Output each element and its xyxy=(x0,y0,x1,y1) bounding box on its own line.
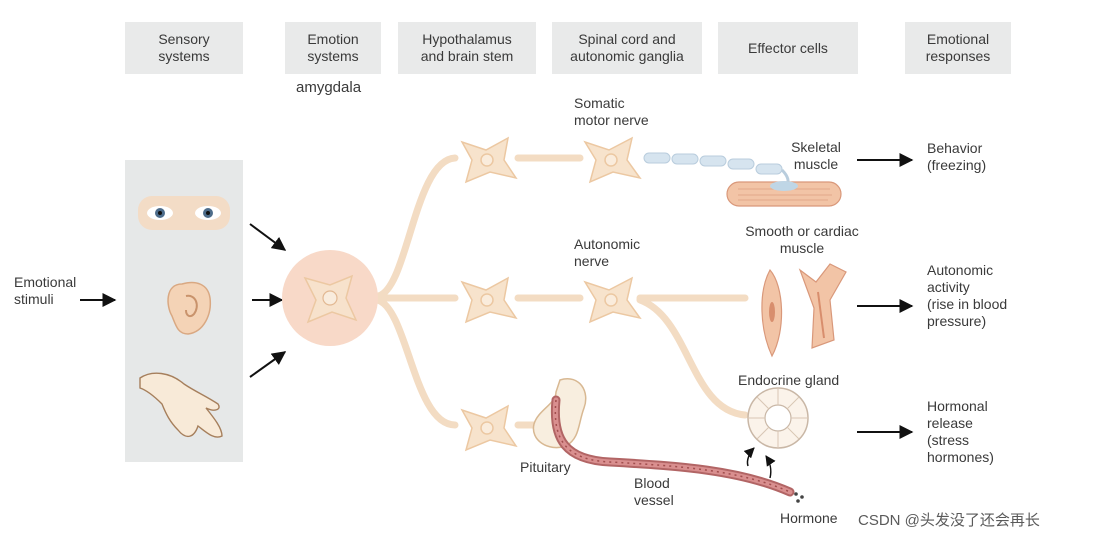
myelinated-axon xyxy=(643,152,790,188)
response-hormonal-release: Hormonal release (stress hormones) xyxy=(927,398,994,465)
response-behavior: Behavior (freezing) xyxy=(927,140,987,173)
header-effector-cells: Effector cells xyxy=(718,22,858,74)
amygdala-label: amygdala xyxy=(296,79,362,96)
cardiac-muscle-icon xyxy=(798,263,847,349)
endocrine-gland-icon xyxy=(747,387,809,449)
neuron-hypothalamus-bottom xyxy=(460,404,518,452)
header-emotion-systems: Emotion systems xyxy=(285,22,381,74)
neuron-autonomic xyxy=(583,276,642,324)
response-autonomic-activity: Autonomic activity (rise in blood pressu… xyxy=(927,262,1008,329)
header-sensory-systems: Sensory systems xyxy=(125,22,243,74)
header-hypothalamus: Hypothalamus and brain stem xyxy=(398,22,536,74)
neuron-hypothalamus-middle xyxy=(460,276,518,324)
autonomic-nerve-label: Autonomic nerve xyxy=(574,236,641,269)
blood-vessel-label: Blood vessel xyxy=(634,475,674,508)
header-emotional-responses: Emotional responses xyxy=(905,22,1011,74)
emotional-stimuli-label: Emotional stimuli xyxy=(14,274,77,307)
neuron-somatic-motor xyxy=(583,136,642,184)
skeletal-muscle-label: Skeletal muscle xyxy=(791,139,841,172)
neuron-hypothalamus-top xyxy=(460,136,518,184)
hormone-label: Hormone xyxy=(780,510,838,526)
blood-vessel-icon xyxy=(550,395,795,497)
smooth-cardiac-muscle-label: Smooth or cardiac muscle xyxy=(745,223,859,256)
pituitary-label: Pituitary xyxy=(520,459,571,475)
hand-icon xyxy=(139,372,223,438)
header-spinal-cord: Spinal cord and autonomic ganglia xyxy=(552,22,702,74)
somatic-motor-nerve-label: Somatic motor nerve xyxy=(574,95,649,128)
skeletal-muscle-icon xyxy=(726,181,842,207)
ear-icon xyxy=(167,281,212,335)
watermark: CSDN @头发没了还会再长 xyxy=(858,512,1040,529)
smooth-muscle-icon xyxy=(761,268,783,358)
endocrine-gland-label: Endocrine gland xyxy=(738,372,840,388)
eyes-icon xyxy=(138,196,230,230)
